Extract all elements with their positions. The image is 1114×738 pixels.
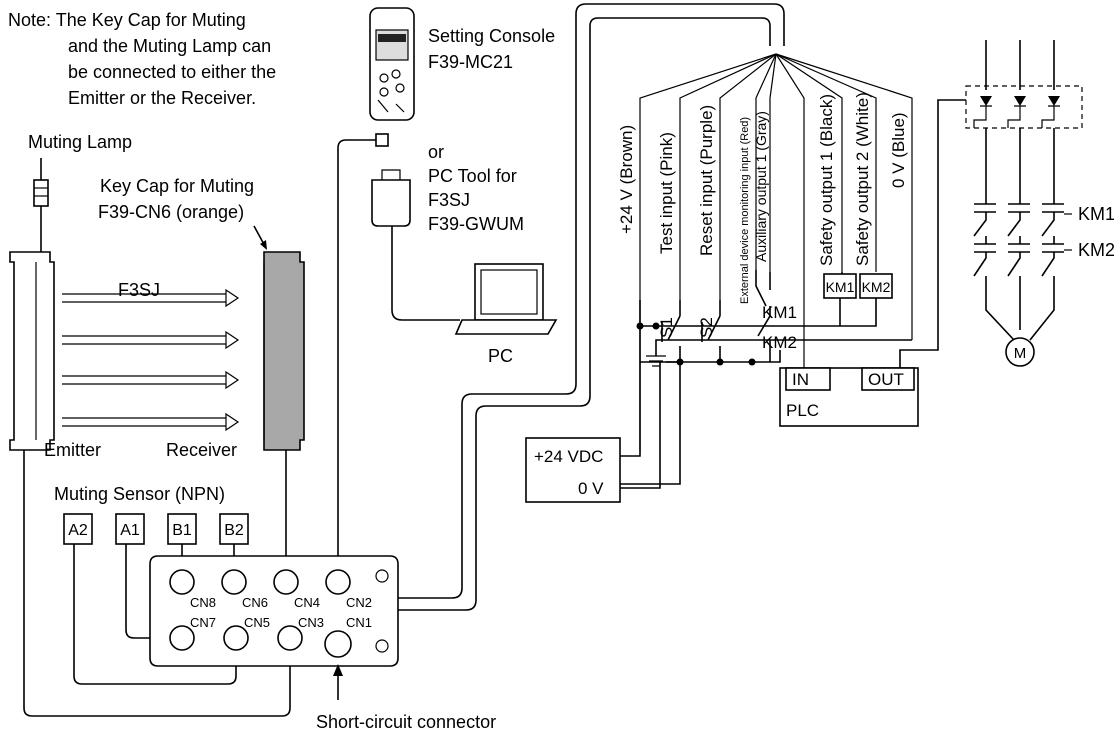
muting-sensor-label: Muting Sensor (NPN) [54, 484, 225, 504]
relay-km2: KM2 [840, 273, 893, 327]
edm-contacts [755, 270, 771, 362]
cn5-label: CN5 [244, 615, 270, 630]
wire-label-purple: Reset input (Purple) [697, 105, 716, 256]
supply-rail [620, 350, 805, 485]
power-zero-label: 0 V [578, 479, 604, 498]
cn4-label: CN4 [294, 595, 320, 610]
key-cap-line-1: Key Cap for Muting [100, 176, 254, 196]
cn8-label: CN8 [190, 595, 216, 610]
emitter-cable [23, 450, 291, 717]
wire-label-pink: Test input (Pink) [657, 132, 676, 254]
note-line-3: be connected to either the [68, 62, 276, 82]
main-cable [398, 3, 785, 611]
svg-text:KM1: KM1 [826, 279, 855, 295]
f3sj-label: F3SJ [118, 280, 160, 300]
setting-console-icon [369, 7, 415, 121]
note-line-2: and the Muting Lamp can [68, 36, 271, 56]
svg-text:B2: B2 [224, 522, 244, 539]
pc-tool-line-1: PC Tool for [428, 166, 517, 186]
pc-or: or [428, 142, 444, 162]
emitter-label: Emitter [44, 440, 101, 460]
motor-icon [1005, 337, 1035, 367]
short-circuit-plug [324, 630, 352, 658]
receiver-bar [263, 251, 305, 451]
pc-adapter-icon [371, 169, 460, 321]
pc-tool-cable [337, 139, 376, 590]
motor-circuit [965, 40, 1083, 367]
wire-label-black: Safety output 1 (Black) [817, 94, 836, 266]
light-beams [62, 288, 240, 432]
plc-in-label: IN [792, 370, 809, 389]
muting-lamp-label: Muting Lamp [28, 132, 132, 152]
cn7-label: CN7 [190, 615, 216, 630]
motor-label: M [1014, 345, 1027, 362]
short-circuit-label: Short-circuit connector [316, 712, 496, 732]
svg-text:KM2: KM2 [862, 279, 891, 295]
sensor-box-b2: B2 [219, 513, 249, 545]
pc-tool-connector [375, 133, 389, 147]
sensor-box-a2: A2 [63, 513, 93, 545]
brown-wire [620, 300, 641, 457]
edm-km1-label: KM1 [762, 303, 797, 322]
pc-tool-line-3: F39-GWUM [428, 214, 524, 234]
pc-label: PC [488, 346, 513, 366]
wire-label-brown: +24 V (Brown) [617, 125, 636, 234]
muting-lamp-icon [33, 158, 49, 252]
receiver-label: Receiver [166, 440, 237, 460]
s1-label: S1 [657, 317, 676, 338]
s2-label: S2 [697, 317, 716, 338]
plc-out-label: OUT [868, 370, 904, 389]
motor-km1-label: KM1 [1078, 204, 1114, 224]
ground-rail [636, 322, 912, 367]
hub-ports [169, 569, 352, 658]
power-supply [525, 437, 621, 503]
cn6-label: CN6 [242, 595, 268, 610]
wire-label-gray: Auxiliary output 1 (Gray) [753, 111, 769, 262]
plc-label: PLC [786, 401, 819, 420]
cn2-label: CN2 [346, 595, 372, 610]
console-model: F39-MC21 [428, 52, 513, 72]
pc-tool-line-2: F3SJ [428, 190, 470, 210]
edm-km2-label: KM2 [762, 333, 797, 352]
ssr-module [965, 85, 1083, 129]
plc-out-wire [899, 99, 966, 368]
note-block: Note: The Key Cap for Muting and the Mut… [8, 10, 276, 108]
zero-volt-wire [620, 362, 661, 489]
note-line-4: Emitter or the Receiver. [68, 88, 256, 108]
wire-label-white: Safety output 2 (White) [853, 92, 872, 266]
plc-box [779, 367, 919, 427]
wire-label-red: External device monitoring input (Red) [739, 117, 751, 304]
sensor-box-a1: A1 [115, 513, 145, 545]
cn3-label: CN3 [298, 615, 324, 630]
key-cap-line-2: F39-CN6 (orange) [98, 202, 244, 222]
sensor-box-b1: B1 [167, 513, 197, 545]
cn1-label: CN1 [346, 615, 372, 630]
emitter-bar [9, 251, 55, 451]
power-plus-label: +24 VDC [534, 447, 603, 466]
laptop-icon [454, 263, 558, 335]
console-name: Setting Console [428, 26, 555, 46]
motor-km2-label: KM2 [1078, 240, 1114, 260]
svg-text:A1: A1 [120, 522, 140, 539]
wire-label-blue: 0 V (Blue) [889, 112, 908, 188]
svg-text:A2: A2 [68, 522, 88, 539]
note-line-1: Note: The Key Cap for Muting [8, 10, 246, 30]
relay-km1: KM1 [823, 272, 857, 326]
svg-text:B1: B1 [172, 522, 192, 539]
